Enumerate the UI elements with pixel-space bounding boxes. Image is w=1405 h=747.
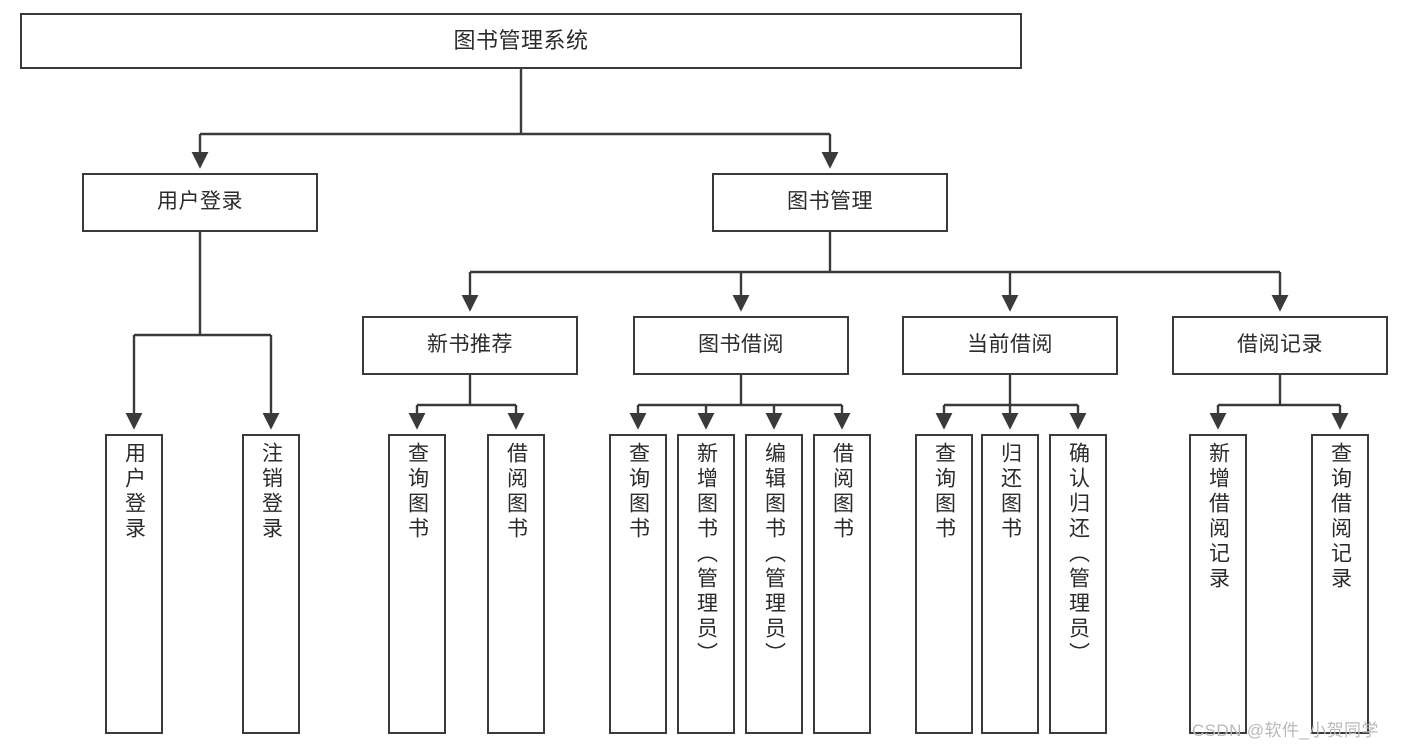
node-leaf-user-logout[interactable]: 注销登录 <box>242 434 300 734</box>
node-leaf-user-login[interactable]: 用户登录 <box>105 434 163 734</box>
node-leaf-query-book-rec-label: 查询图书 <box>405 442 429 542</box>
node-leaf-user-logout-label: 注销登录 <box>259 442 283 542</box>
node-leaf-return-book-label: 归还图书 <box>998 442 1022 542</box>
node-book-borrow-label: 图书借阅 <box>698 333 784 357</box>
node-leaf-query-record[interactable]: 查询借阅记录 <box>1311 434 1369 734</box>
node-new-book-recommend[interactable]: 新书推荐 <box>362 316 578 375</box>
node-leaf-edit-book-label: 编辑图书（管理员） <box>762 442 786 667</box>
node-leaf-confirm-return[interactable]: 确认归还（管理员） <box>1049 434 1107 734</box>
node-borrow-record-label: 借阅记录 <box>1237 333 1323 357</box>
node-current-borrow[interactable]: 当前借阅 <box>902 316 1118 375</box>
node-leaf-add-record-label: 新增借阅记录 <box>1206 442 1230 592</box>
node-leaf-query-book-borrow-label: 查询图书 <box>626 442 650 542</box>
node-leaf-query-book-rec[interactable]: 查询图书 <box>388 434 446 734</box>
node-root[interactable]: 图书管理系统 <box>20 13 1022 69</box>
node-leaf-edit-book[interactable]: 编辑图书（管理员） <box>745 434 803 734</box>
node-root-label: 图书管理系统 <box>453 28 589 54</box>
node-leaf-borrow-book-label: 借阅图书 <box>830 442 854 542</box>
node-leaf-query-book-cur[interactable]: 查询图书 <box>915 434 973 734</box>
node-user-login[interactable]: 用户登录 <box>82 173 318 232</box>
node-borrow-record[interactable]: 借阅记录 <box>1172 316 1388 375</box>
node-new-book-recommend-label: 新书推荐 <box>427 333 513 357</box>
node-leaf-user-login-label: 用户登录 <box>122 442 146 542</box>
node-leaf-query-record-label: 查询借阅记录 <box>1328 442 1352 592</box>
node-leaf-add-book-label: 新增图书（管理员） <box>694 442 718 667</box>
node-leaf-confirm-return-label: 确认归还（管理员） <box>1066 442 1090 667</box>
node-leaf-add-book[interactable]: 新增图书（管理员） <box>677 434 735 734</box>
node-book-manage[interactable]: 图书管理 <box>712 173 948 232</box>
node-leaf-add-record[interactable]: 新增借阅记录 <box>1189 434 1247 734</box>
node-user-login-label: 用户登录 <box>157 190 243 214</box>
node-current-borrow-label: 当前借阅 <box>967 333 1053 357</box>
node-leaf-borrow-book-rec[interactable]: 借阅图书 <box>487 434 545 734</box>
node-leaf-borrow-book[interactable]: 借阅图书 <box>813 434 871 734</box>
node-leaf-borrow-book-rec-label: 借阅图书 <box>504 442 528 542</box>
node-book-borrow[interactable]: 图书借阅 <box>633 316 849 375</box>
watermark-text: CSDN @软件_小贺同学 <box>1192 721 1379 740</box>
node-leaf-query-book-cur-label: 查询图书 <box>932 442 956 542</box>
node-leaf-query-book-borrow[interactable]: 查询图书 <box>609 434 667 734</box>
node-book-manage-label: 图书管理 <box>787 190 873 214</box>
node-leaf-return-book[interactable]: 归还图书 <box>981 434 1039 734</box>
